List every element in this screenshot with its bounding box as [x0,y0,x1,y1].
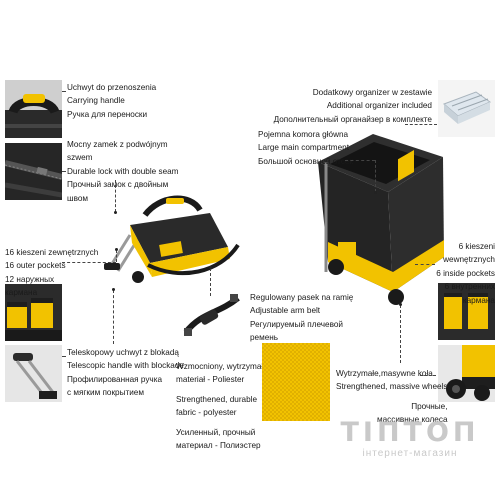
callout-line-telescopic-v [113,290,114,344]
callout-dot-telescopic [112,288,115,291]
organizer-callout-line-3: Дополнительный органайзер в комплекте [273,114,432,124]
callout-line-outer-pockets [62,262,116,263]
callout-line-wheels-v [400,305,401,363]
zipper-callout-line-1: Mocny zamek z podwójnym [67,140,168,149]
outer-pockets-photo [5,284,62,341]
handle-callout-line-1: Uchwyt do przenoszenia [67,83,157,92]
telescopic-callout: Teleskopowy uchwyt z blokadą Telescopic … [67,346,184,400]
callout-line-handle [62,91,66,92]
inside-pockets-callout-line-4: 6 внутренних [444,282,495,292]
inside-pockets-callout-line-3: 6 inside pockets [436,268,495,278]
wheels-callout: Wytrzymałe,masywne koła Strengthened, ma… [336,367,448,427]
callout-dot-wheels [399,303,402,306]
callout-line-main-compartment-v [375,160,376,192]
callout-line-zipper-to-bag [115,180,116,212]
strap-callout-line-4: ремень [250,333,279,343]
wheels-photo [438,345,495,402]
material-callout-line-4: fabric - polyester [176,408,237,418]
strap-callout: Regulowany pasek na ramię Adjustable arm… [250,291,353,345]
callout-line-outer-pockets-v [116,250,117,262]
outer-pockets-callout-line-1: 16 kieszeni zewnętrznych [5,248,99,257]
handle-callout-line-2: Carrying handle [67,96,125,106]
wheels-callout-line-1: Wytrzymałe,masywne koła [336,369,433,378]
zipper-callout-line-3: Durable lock with double seam [67,166,179,176]
telescopic-callout-line-3: Профилированная ручка [67,374,163,384]
handle-callout-line-3: Ручка для переноски [67,109,148,119]
callout-dot-main-compartment [374,191,377,194]
strap-callout-line-3: Регулируемый плечевой [250,319,343,329]
main-compartment-callout: Pojemna komora główna Large main compart… [258,128,353,168]
inside-pockets-callout: 6 kieszeni wewnętrznych 6 inside pockets… [436,240,495,307]
material-callout-line-6: материал - Полиэстер [176,441,261,451]
organizer-callout-line-2: Additional organizer included [326,101,432,111]
wheels-callout-line-3: Прочные, [411,401,448,411]
trolley-bag-side-photo [90,185,240,305]
zipper-callout-line-2: szwem [67,153,93,163]
outer-pockets-callout-line-2: 16 outer pockets [5,261,66,271]
material-callout-line-3: Strengthened, durable [176,394,258,404]
organizer-callout: Dodatkowy organizer w zestawie Additiona… [274,86,432,126]
telescopic-callout-line-2: Telescopic handle with blockade [67,361,184,371]
inside-pockets-callout-line-5: кармана [462,295,495,305]
material-callout-line-2: materiał - Poliester [176,375,245,385]
callout-line-inside-pockets [415,264,435,265]
main-compartment-callout-line-1: Pojemna komora główna [258,130,349,139]
shoulder-strap-photo [182,292,242,340]
callout-line-wheels [420,375,436,376]
material-callout: Wzmocniony, wytrzymały materiał - Polies… [176,360,267,452]
open-bag-photo [298,122,448,322]
callout-line-main-compartment [345,160,375,161]
wheels-callout-line-2: Strengthened, massive wheels [336,382,448,392]
outer-pockets-callout-line-3: 12 наружных [5,274,55,284]
callout-dot-strap [209,266,212,269]
organizer-callout-line-1: Dodatkowy organizer w zestawie [312,88,432,97]
wheels-callout-line-4: массивные колеса [376,415,448,425]
callout-dot-outer-pockets [115,248,118,251]
watermark-brand: ТІПТОП [340,417,480,448]
inside-pockets-callout-line-1: 6 kieszeni [458,242,495,251]
telescopic-callout-line-1: Teleskopowy uchwyt z blokadą [67,348,179,357]
zipper-callout-line-5: швом [67,193,89,203]
strap-callout-line-1: Regulowany pasek na ramię [250,293,354,302]
zipper-callout: Mocny zamek z podwójnym szwem Durable lo… [67,138,179,205]
handle-callout: Uchwyt do przenoszenia Carrying handle Р… [67,81,156,121]
callout-dot-zipper [114,211,117,214]
material-callout-line-1: Wzmocniony, wytrzymały [176,362,268,371]
outer-pockets-callout-line-4: кармана [5,288,38,298]
watermark-subtitle: інтернет-магазин [362,448,458,459]
inside-pockets-callout-line-2: wewnętrznych [443,255,495,265]
callout-line-organizer [405,124,437,125]
organizer-photo [438,80,495,137]
callout-line-strap [210,268,211,296]
callout-line-zipper [62,171,66,172]
watermark: ТІПТОП інтернет-магазин [330,418,490,460]
telescopic-callout-line-4: с мягким покрытием [67,388,144,398]
material-callout-line-5: Усиленный, прочный [176,427,256,437]
strap-callout-line-2: Adjustable arm belt [250,306,321,316]
callout-line-telescopic [62,356,66,357]
telescopic-handle-photo [5,345,62,402]
zipper-callout-line-4: Прочный замок с двойным [67,180,169,190]
main-compartment-callout-line-3: Большой основной отсек [258,156,354,166]
inside-pockets-photo [438,283,495,340]
polyester-fabric-swatch [262,343,330,421]
carrying-handle-photo [5,80,62,138]
main-compartment-callout-line-2: Large main compartment [258,143,350,153]
zipper-photo [5,143,62,200]
outer-pockets-callout: 16 kieszeni zewnętrznych 16 outer pocket… [5,246,98,300]
